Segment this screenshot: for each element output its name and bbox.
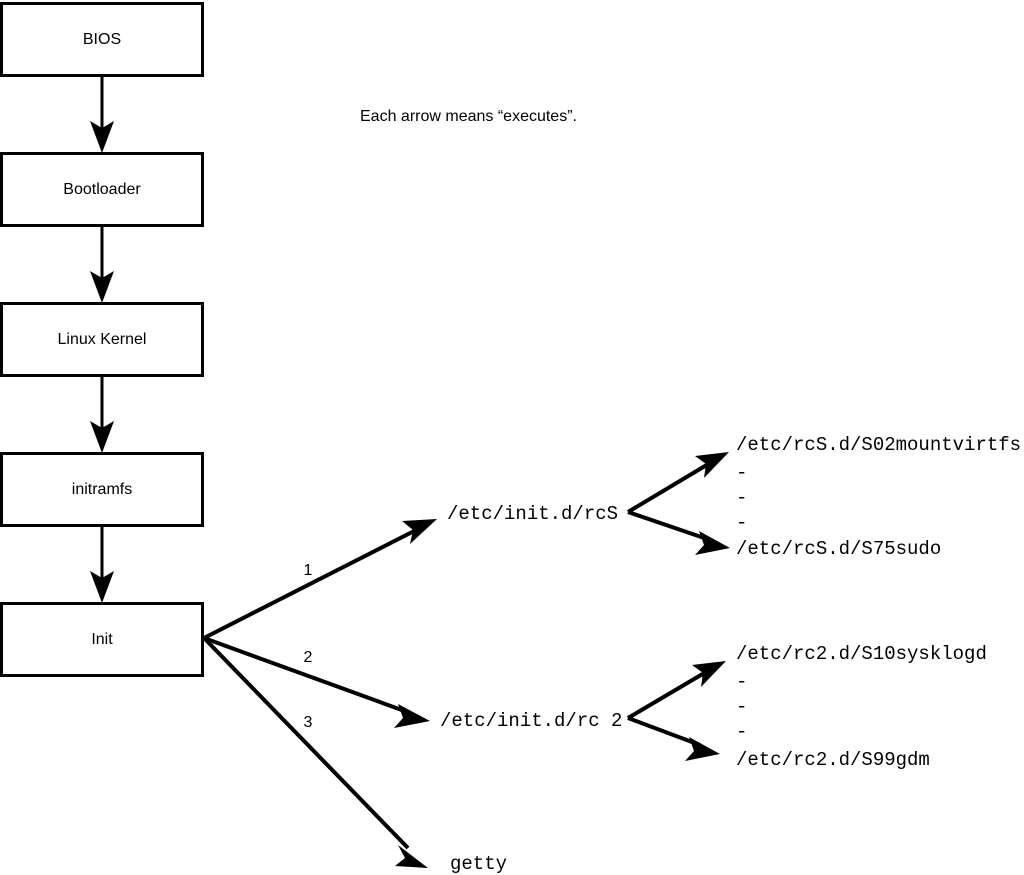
node-init[interactable]: Init: [0, 602, 204, 677]
label-rc2: /etc/init.d/rc 2: [440, 710, 622, 732]
edge-init-to-rc2: 2: [203, 636, 430, 728]
ellipsis-dash: -: [736, 671, 747, 693]
ellipsis-dash: -: [736, 487, 747, 509]
legend-note: Each arrow means “executes”.: [360, 108, 577, 125]
edge-label-3: 3: [304, 714, 313, 731]
label-rcs-first-script: /etc/rcS.d/S02mountvirtfs: [736, 434, 1021, 456]
node-initramfs-rect[interactable]: [0, 452, 204, 527]
node-linux-kernel-rect[interactable]: [0, 302, 204, 377]
arrow-head-icon: [90, 571, 114, 603]
edge-rcs-to-last-script: [627, 510, 730, 555]
arrow-head-icon: [685, 737, 720, 761]
node-linux-kernel[interactable]: Linux Kernel: [0, 302, 204, 377]
arrow-head-icon: [394, 704, 430, 728]
arrow-head-icon: [692, 661, 726, 687]
edge-rcs-to-first-script: [626, 452, 729, 514]
ellipsis-dash: -: [736, 462, 747, 484]
arrow-head-icon: [695, 452, 729, 478]
node-init-rect[interactable]: [0, 602, 204, 677]
node-bios[interactable]: BIOS: [0, 2, 204, 77]
ellipsis-dash: -: [736, 512, 747, 534]
edge-label-1: 1: [304, 562, 313, 579]
node-initramfs-label: initramfs: [72, 481, 132, 498]
ellipsis-dash: -: [736, 721, 747, 743]
arrow-head-icon: [395, 845, 428, 868]
node-bios-label: BIOS: [83, 31, 121, 48]
edge-rc2-to-last-script: [627, 716, 720, 761]
node-bootloader[interactable]: Bootloader: [0, 152, 204, 227]
arrow-head-icon: [90, 421, 114, 453]
arrow-kernel-to-initramfs: [90, 376, 114, 453]
node-bootloader-label: Bootloader: [63, 181, 141, 198]
edge-init-to-rcs: 1: [203, 519, 437, 640]
arrow-head-icon: [402, 519, 437, 544]
node-init-label: Init: [91, 631, 113, 648]
edge-rc2-to-first-script: [626, 661, 726, 720]
label-getty: getty: [450, 853, 507, 875]
label-rcs-last-script: /etc/rcS.d/S75sudo: [736, 538, 941, 560]
node-bootloader-rect[interactable]: [0, 152, 204, 227]
edge-init-to-getty: 3: [202, 636, 428, 868]
arrow-head-icon: [90, 121, 114, 153]
node-linux-kernel-label: Linux Kernel: [58, 331, 147, 348]
node-bios-rect[interactable]: [0, 2, 204, 77]
arrow-head-icon: [90, 271, 114, 303]
edge-label-2: 2: [304, 649, 313, 666]
arrow-head-icon: [695, 531, 730, 555]
label-rc2-last-script: /etc/rc2.d/S99gdm: [736, 749, 930, 771]
arrow-bios-to-bootloader: [90, 76, 114, 153]
arrow-bootloader-to-kernel: [90, 226, 114, 303]
label-rcs: /etc/init.d/rcS: [447, 503, 618, 525]
label-rc2-first-script: /etc/rc2.d/S10sysklogd: [736, 643, 987, 665]
arrow-initramfs-to-init: [90, 526, 114, 603]
node-initramfs[interactable]: initramfs: [0, 452, 204, 527]
ellipsis-dash: -: [736, 696, 747, 718]
